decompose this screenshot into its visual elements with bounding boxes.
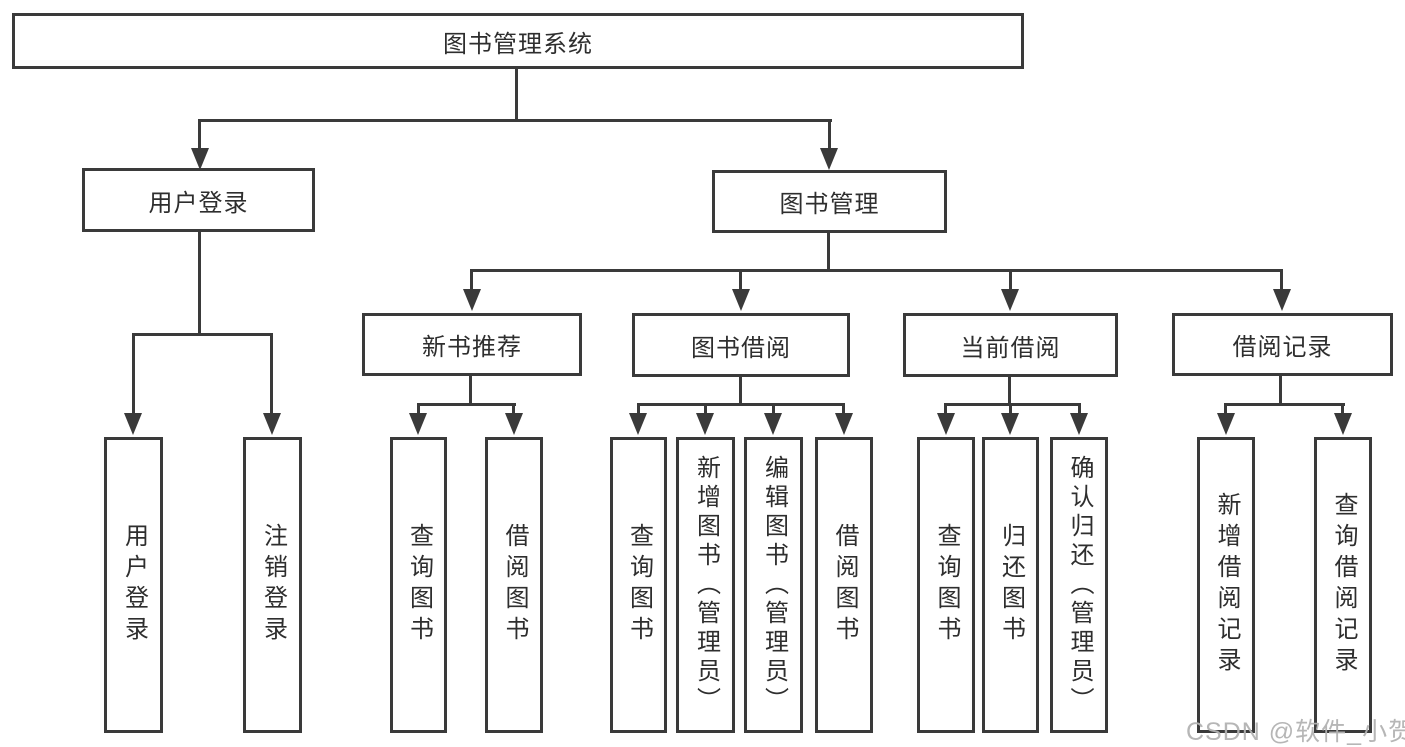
connector-root-stem (515, 69, 518, 120)
connector-drop (1341, 403, 1344, 415)
connector-book-management-stem (827, 233, 830, 271)
connector-drop (512, 403, 515, 415)
leaf-borrow-books: 借阅图书 (815, 437, 873, 733)
node-book-management-label: 图书管理 (779, 191, 880, 218)
leaf-logout: 注销登录 (243, 437, 302, 733)
arrowhead-current-borrow (1001, 289, 1019, 311)
arrowhead-leaf (1217, 413, 1235, 435)
arrowhead-leaf (937, 413, 955, 435)
arrowhead-book-management (820, 148, 838, 170)
connector-drop (772, 403, 775, 415)
connector-borrow-record-stem (1279, 375, 1282, 405)
node-book-borrow-label: 图书借阅 (691, 334, 791, 362)
arrowhead-new-book (463, 289, 481, 311)
leaf-user-login: 用户登录 (104, 437, 163, 733)
leaf-add-books-admin-label: 新增图书（管理员） (692, 454, 720, 716)
node-current-borrow-label: 当前借阅 (960, 334, 1061, 362)
arrowhead-leaf (696, 413, 714, 435)
arrowhead-leaf (409, 413, 427, 435)
node-new-book-recommend: 新书推荐 (362, 313, 582, 376)
leaf-query-books-borrow-label: 查询图书 (625, 523, 653, 647)
connector-to-new-book (470, 269, 473, 291)
node-new-book-recommend-label: 新书推荐 (422, 334, 522, 361)
leaf-borrow-books-newbook: 借阅图书 (485, 437, 543, 733)
connector-user-login-stem (198, 231, 201, 335)
arrowhead-leaf-logout (263, 413, 281, 435)
connector-drop (1078, 403, 1081, 415)
connector-drop (842, 403, 845, 415)
leaf-borrow-books-newbook-label: 借阅图书 (501, 523, 528, 647)
leaf-add-borrow-record-label: 新增借阅记录 (1213, 492, 1240, 678)
leaf-query-borrow-record-label: 查询借阅记录 (1330, 492, 1357, 678)
connector-drop (637, 403, 640, 415)
connector-book-borrow-rail (637, 403, 845, 406)
node-user-login-label: 用户登录 (148, 189, 249, 217)
connector-new-book-stem (469, 375, 472, 405)
connector-to-book-management (828, 119, 831, 150)
node-book-management: 图书管理 (712, 170, 947, 233)
node-library-system-label: 图书管理系统 (443, 30, 593, 58)
arrowhead-book-borrow (732, 289, 750, 311)
leaf-query-borrow-record: 查询借阅记录 (1314, 437, 1372, 733)
node-current-borrow: 当前借阅 (903, 313, 1118, 377)
leaf-query-books-current: 查询图书 (917, 437, 975, 733)
leaf-return-books-label: 归还图书 (997, 523, 1025, 647)
arrowhead-leaf (505, 413, 523, 435)
arrowhead-leaf (1001, 413, 1019, 435)
leaf-add-borrow-record: 新增借阅记录 (1197, 437, 1255, 733)
connector-current-borrow-rail (944, 403, 1081, 406)
leaf-confirm-return-admin: 确认归还（管理员） (1050, 437, 1108, 733)
leaf-confirm-return-admin-label: 确认归还（管理员） (1066, 454, 1093, 716)
connector-to-leaf-login (132, 333, 135, 415)
leaf-edit-books-admin-label: 编辑图书（管理员） (760, 454, 788, 716)
arrowhead-leaf (835, 413, 853, 435)
arrowhead-leaf (629, 413, 647, 435)
connector-drop (704, 403, 707, 415)
connector-to-user-login (198, 119, 201, 150)
connector-borrow-record-rail (1224, 403, 1345, 406)
node-user-login: 用户登录 (82, 168, 315, 232)
arrowhead-leaf (1070, 413, 1088, 435)
connector-drop (1009, 403, 1012, 415)
connector-book-borrow-stem (739, 377, 742, 405)
leaf-user-login-label: 用户登录 (120, 523, 148, 647)
arrowhead-leaf (1334, 413, 1352, 435)
arrowhead-borrow-record (1273, 289, 1291, 311)
leaf-logout-label: 注销登录 (259, 523, 287, 647)
node-library-system: 图书管理系统 (12, 13, 1024, 69)
arrowhead-leaf-login (124, 413, 142, 435)
leaf-query-books-current-label: 查询图书 (933, 523, 960, 647)
connector-to-current-borrow (1009, 269, 1012, 291)
node-borrow-records: 借阅记录 (1172, 313, 1393, 376)
leaf-add-books-admin: 新增图书（管理员） (676, 437, 735, 733)
connector-root-rail (198, 119, 832, 122)
connector-current-borrow-stem (1008, 377, 1011, 405)
connector-drop (944, 403, 947, 415)
leaf-query-books-newbook-label: 查询图书 (405, 523, 433, 647)
leaf-return-books: 归还图书 (982, 437, 1039, 733)
connector-drop (1224, 403, 1227, 415)
connector-drop (417, 403, 420, 415)
csdn-watermark: CSDN @软件_小贺同学 (1186, 718, 1405, 746)
connector-book-management-rail (470, 269, 1283, 272)
arrowhead-user-login (191, 148, 209, 170)
connector-new-book-rail (417, 403, 516, 406)
connector-to-leaf-logout (270, 333, 273, 415)
leaf-borrow-books-label: 借阅图书 (831, 523, 858, 647)
connector-user-login-rail (132, 333, 273, 336)
node-book-borrow: 图书借阅 (632, 313, 850, 377)
leaf-query-books-newbook: 查询图书 (390, 437, 447, 733)
arrowhead-leaf (764, 413, 782, 435)
connector-to-book-borrow (739, 269, 742, 291)
leaf-edit-books-admin: 编辑图书（管理员） (744, 437, 803, 733)
connector-to-borrow-record (1280, 269, 1283, 291)
node-borrow-records-label: 借阅记录 (1232, 334, 1333, 361)
leaf-query-books-borrow: 查询图书 (610, 437, 667, 733)
